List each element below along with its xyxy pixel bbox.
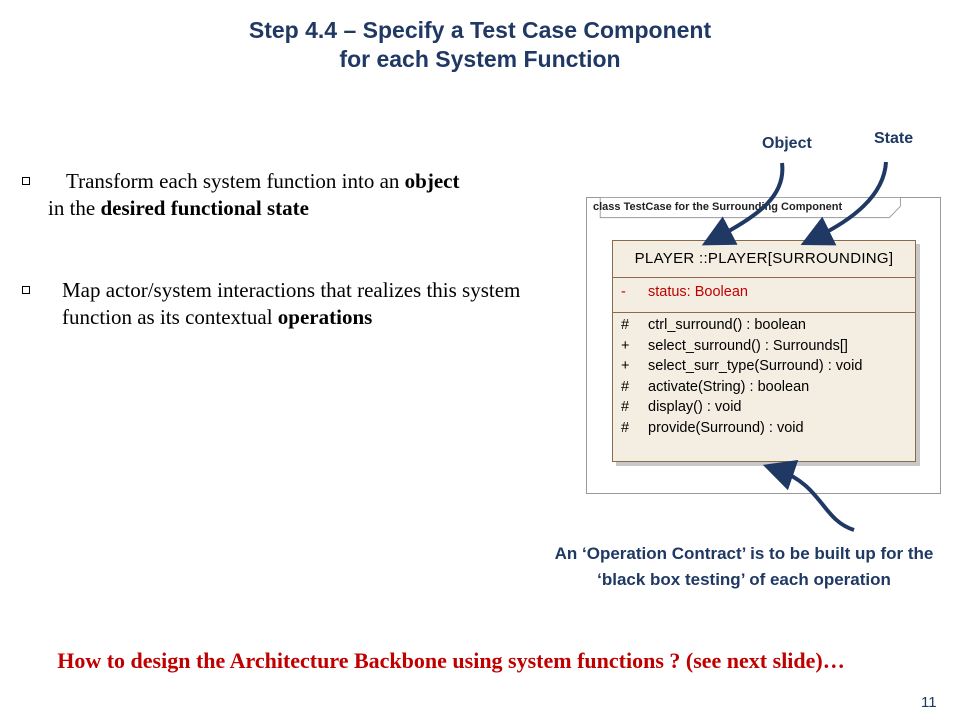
footer-question: How to design the Architecture Backbone … — [57, 648, 845, 673]
contract-arrow — [762, 460, 855, 532]
square-bullet-icon — [22, 286, 30, 294]
object-arrow — [701, 162, 785, 246]
state-callout: State — [874, 130, 914, 147]
bullet-item-object: Transform each system function into an o… — [22, 168, 578, 222]
slide-title-line2: for each System Function — [339, 46, 621, 72]
operations-compartment: #ctrl_surround() : boolean +select_surro… — [613, 313, 915, 440]
page-number: 11 — [921, 694, 937, 711]
attribute-signature: status: Boolean — [648, 284, 748, 300]
slide-title-line1: Step 4.4 – Specify a Test Case Component — [248, 17, 712, 43]
uml-class-box: PLAYER ::PLAYER[SURROUNDING] - status: B… — [612, 240, 916, 462]
bullet-item-operations: Map actor/system interactions that reali… — [22, 277, 578, 331]
state-arrow — [800, 161, 888, 246]
object-callout: Object — [762, 135, 812, 152]
bullet-text: Map actor/system interactions that reali… — [62, 278, 521, 329]
operation-row: #ctrl_surround() : boolean — [621, 317, 806, 333]
square-bullet-icon — [22, 177, 30, 185]
attribute-row: - status: Boolean — [613, 278, 915, 300]
bullet-text: Transform each system function into an o… — [48, 169, 460, 220]
operation-row: #display() : void — [621, 399, 742, 415]
frame-label: class TestCase for the Surrounding Compo… — [593, 201, 843, 213]
visibility-marker: - — [621, 284, 626, 300]
operation-contract-note: An ‘Operation Contract’ is to be built u… — [554, 544, 934, 589]
operation-row: #activate(String) : boolean — [621, 378, 810, 395]
operation-row: +select_surr_type(Surround) : void — [621, 358, 863, 374]
slide-title: Step 4.4 – Specify a Test Case Component… — [0, 16, 960, 74]
class-name: PLAYER ::PLAYER[SURROUNDING] — [613, 241, 915, 278]
frame-tab — [599, 197, 901, 219]
operation-row: #provide(Surround) : void — [621, 419, 804, 436]
operation-row: +select_surround() : Surrounds[] — [621, 337, 848, 354]
attribute-compartment: - status: Boolean — [613, 278, 915, 313]
